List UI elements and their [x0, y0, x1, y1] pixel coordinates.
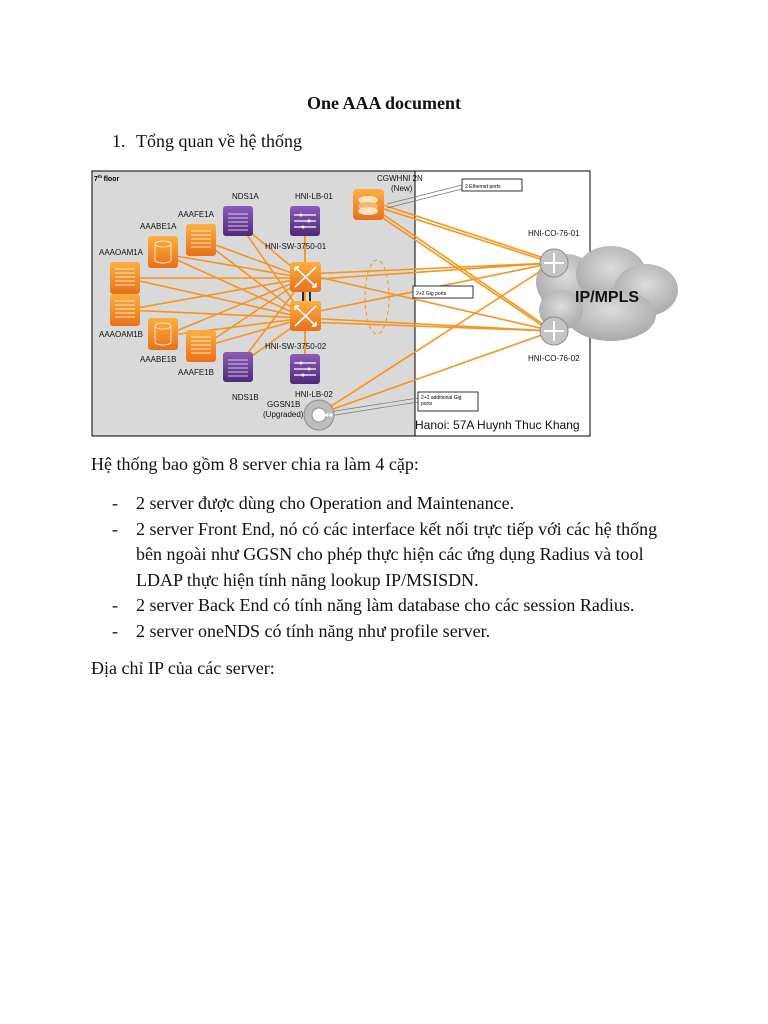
intro-paragraph: Hệ thống bao gồm 8 server chia ra làm 4 …: [91, 454, 419, 474]
label-lb02: HNI-LB-02: [295, 390, 333, 399]
label-aaafe1a: AAAFE1A: [178, 210, 215, 219]
label-co02: HNI-CO-76-02: [528, 354, 580, 363]
section-heading: 1. Tổng quan về hệ thống: [112, 131, 302, 152]
label-ggsn-line2: (Upgraded): [263, 410, 304, 419]
list-item-text: 2 server được dùng cho Operation and Mai…: [136, 493, 515, 513]
label-lb01: HNI-LB-01: [295, 192, 333, 201]
ip-heading: Địa chỉ IP của các server:: [91, 658, 275, 678]
note-leaders: [328, 184, 463, 417]
section-number: 1.: [112, 131, 126, 151]
label-sw01: HNI-SW-3750-01: [265, 242, 327, 251]
label-aaafe1b: AAAFE1B: [178, 368, 214, 377]
server-list: -2 server được dùng cho Operation and Ma…: [112, 491, 672, 644]
list-item-text: 2 server Front End, nó có các interface …: [136, 518, 658, 590]
label-sw02: HNI-SW-3750-02: [265, 342, 327, 351]
router-co02-icon: [539, 316, 569, 346]
link-bundle-ellipse: [364, 259, 390, 335]
list-item-text: 2 server oneNDS có tính năng như profile…: [136, 620, 491, 641]
nds1a-server-icon: [223, 206, 253, 236]
cloud-label: IP/MPLS: [575, 289, 639, 306]
aaaoam1a-server-icon: [110, 262, 140, 294]
label-aaaoam1a: AAAOAM1A: [99, 248, 144, 257]
note-additional-line1: 2+2 additional Gig: [421, 395, 462, 401]
note-ethernet-text: 2 Ethernet ports: [465, 184, 501, 190]
list-item: -2 server Front End, nó có các interface…: [112, 517, 672, 594]
note-additional-line2: ports: [421, 401, 433, 407]
bullet-marker: -: [112, 493, 118, 513]
label-nds1a: NDS1A: [232, 192, 259, 201]
ip-mpls-cloud: [536, 246, 678, 341]
aaabe1b-server-icon: [148, 318, 178, 350]
list-item-text: 2 server Back End có tính năng làm datab…: [136, 595, 635, 615]
note-additional: 2+2 additional Gig ports: [417, 391, 479, 412]
document-title: One AAA document: [306, 93, 461, 113]
router-co01-icon: [539, 248, 569, 278]
aaafe1b-server-icon: [186, 330, 216, 362]
label-cgw-line1: CGWHNI 2N: [377, 174, 423, 183]
switch-02-icon: [290, 301, 321, 331]
switch-stack-link: [302, 292, 311, 301]
note-gig-text: 2+2 Gig ports: [416, 291, 447, 297]
nds1b-server-icon: [223, 352, 253, 382]
location-label: Hanoi: 57A Huynh Thuc Khang: [415, 418, 580, 432]
lb02-icon: [290, 354, 320, 384]
section-heading-text: Tổng quan về hệ thống: [136, 131, 302, 151]
aaaoam1b-server-icon: [110, 294, 140, 326]
lb01-icon: [290, 206, 320, 236]
label-aaabe1b: AAABE1B: [140, 355, 176, 364]
switch-01-icon: [290, 262, 321, 292]
note-ethernet: 2 Ethernet ports: [461, 178, 523, 192]
link-lines: [125, 199, 554, 415]
label-cgw-line2: (New): [391, 184, 413, 193]
aaabe1a-server-icon: [148, 236, 178, 268]
list-item: -2 server oneNDS có tính năng như profil…: [112, 619, 672, 645]
list-item: -2 server được dùng cho Operation and Ma…: [112, 491, 672, 517]
label-co01: HNI-CO-76-01: [528, 229, 580, 238]
label-aaabe1a: AAABE1A: [140, 222, 177, 231]
label-ggsn-line1: GGSN1B: [267, 400, 300, 409]
note-gig: 2+2 Gig ports: [412, 285, 474, 299]
label-aaaoam1b: AAAOAM1B: [99, 330, 143, 339]
ggsn-icon: [303, 399, 335, 431]
network-diagram: 2 Ethernet ports 2+2 Gig ports 2+2 addit…: [91, 170, 678, 437]
label-nds1b: NDS1B: [232, 393, 259, 402]
bullet-marker: -: [112, 595, 118, 615]
bullet-marker: -: [112, 620, 118, 641]
list-item: -2 server Back End có tính năng làm data…: [112, 593, 672, 619]
aaafe1a-server-icon: [186, 224, 216, 256]
cgw-icon: [353, 189, 384, 220]
bullet-marker: -: [112, 518, 118, 539]
